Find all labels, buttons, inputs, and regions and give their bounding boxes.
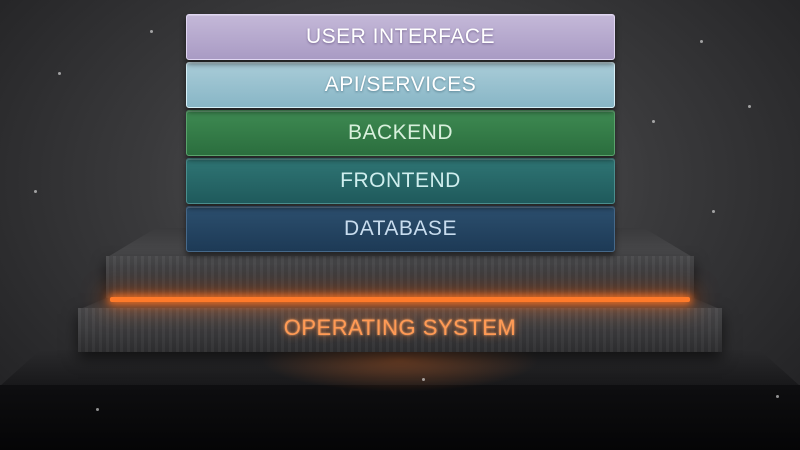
dust-particle — [748, 105, 751, 108]
floor — [0, 385, 800, 450]
user-interface-layer: USER INTERFACE — [186, 14, 615, 60]
dust-particle — [150, 30, 153, 33]
dust-particle — [58, 72, 61, 75]
backend-layer: BACKEND — [186, 110, 615, 156]
upper-stone-slab — [106, 256, 694, 298]
dust-particle — [700, 40, 703, 43]
dust-particle — [96, 408, 99, 411]
frontend-layer: FRONTEND — [186, 158, 615, 204]
os-glow-line — [110, 297, 690, 302]
dust-particle — [776, 395, 779, 398]
lower-stone-slab — [78, 308, 722, 352]
operating-system-label: OPERATING SYSTEM — [283, 315, 517, 340]
glow-reflection — [260, 352, 540, 392]
dust-particle — [422, 378, 425, 381]
dust-particle — [712, 210, 715, 213]
api-services-layer: API/SERVICES — [186, 62, 615, 108]
dust-particle — [34, 190, 37, 193]
dust-particle — [652, 120, 655, 123]
database-layer: DATABASE — [186, 206, 615, 252]
floor-edge — [0, 350, 800, 386]
